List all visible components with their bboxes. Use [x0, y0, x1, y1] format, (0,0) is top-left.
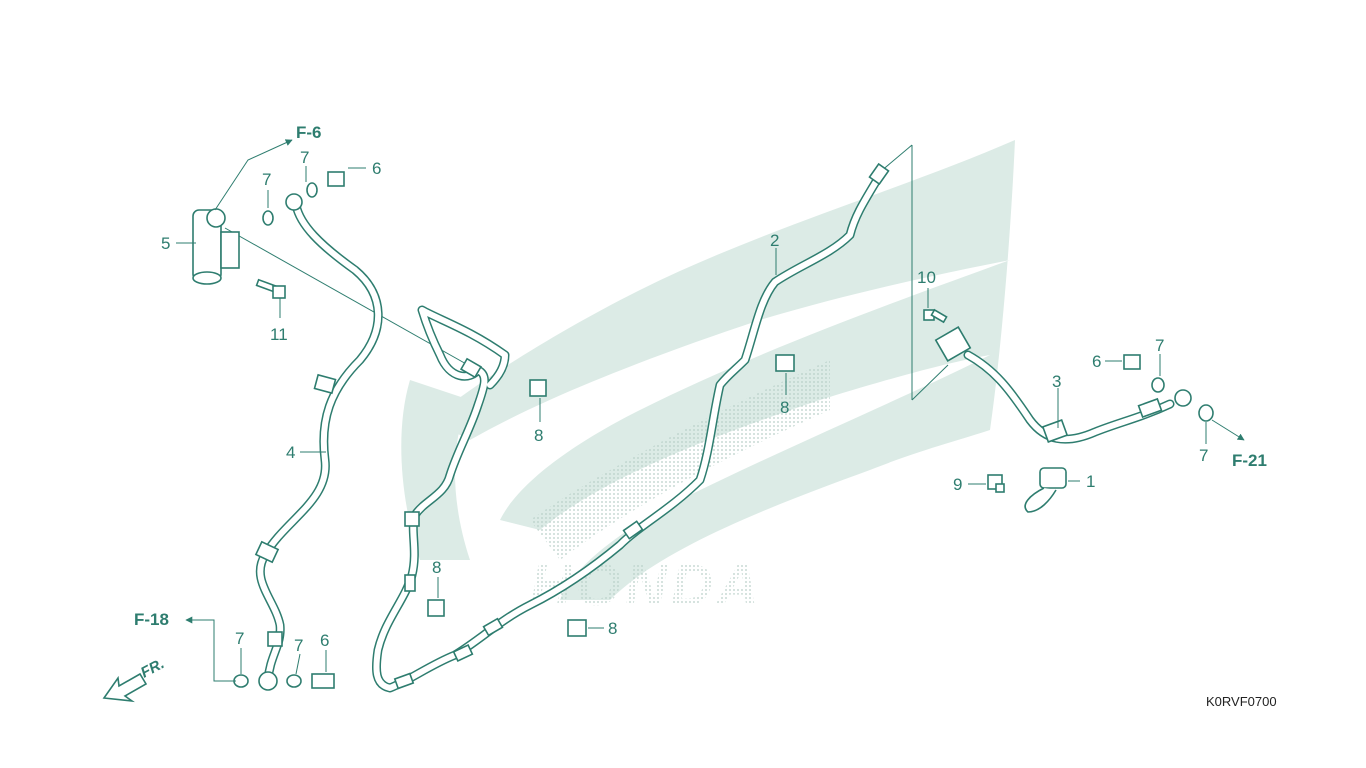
bolt-10: [923, 308, 948, 324]
watermark-wing-shape: [430, 140, 1015, 600]
callout-8-d: 8: [608, 619, 617, 638]
ref-f18-arrow: [185, 616, 236, 682]
group-divider-top: [879, 144, 913, 173]
leader-7f: [295, 653, 301, 675]
joint-5: [192, 208, 240, 285]
front-direction-indicator: FR.: [102, 655, 167, 703]
callout-7-c: 7: [1155, 336, 1164, 355]
callout-4: 4: [286, 443, 295, 462]
ref-f18-label[interactable]: F-18: [134, 610, 169, 629]
callout-8-a: 8: [534, 426, 543, 445]
washers-top-left: [262, 171, 345, 226]
bolt-11: [255, 278, 286, 299]
group-divider-bottom: [911, 364, 949, 401]
callout-6-bottom-left: 6: [320, 631, 329, 650]
callout-7-b: 7: [300, 148, 309, 167]
ref-f6-arrow: [214, 139, 293, 211]
callout-3: 3: [1052, 372, 1061, 391]
ref-f21-label[interactable]: F-21: [1232, 451, 1267, 470]
hose-3: [934, 326, 1192, 444]
front-arrow-icon: [102, 672, 148, 703]
callout-5: 5: [161, 234, 170, 253]
clamp-1: [1024, 467, 1067, 513]
callout-7-e: 7: [235, 629, 244, 648]
leader-joint-to-hose: [224, 227, 469, 366]
watermark-wing-dots: [530, 360, 830, 560]
ref-f6-label[interactable]: F-6: [296, 123, 322, 142]
washers-right: [1123, 354, 1214, 422]
callout-7-d: 7: [1199, 446, 1208, 465]
clamps-8: [427, 354, 795, 637]
hose-2: [372, 162, 890, 693]
callout-10: 10: [917, 268, 936, 287]
callout-9: 9: [953, 475, 962, 494]
hose-4: [254, 200, 383, 685]
bolt-9: [987, 474, 1005, 493]
callout-8-c: 8: [432, 558, 441, 577]
diagram-code: K0RVF0700: [1206, 694, 1277, 709]
callout-7-f: 7: [294, 636, 303, 655]
callout-2: 2: [770, 231, 779, 250]
callout-6-top-left: 6: [372, 159, 381, 178]
callout-6-right: 6: [1092, 352, 1101, 371]
callout-7-a: 7: [262, 170, 271, 189]
callout-11: 11: [270, 325, 288, 344]
watermark-logo: HONDA: [401, 140, 1015, 618]
ref-f21-arrow: [1211, 419, 1245, 441]
washers-bottom-left: [233, 671, 335, 691]
callout-8-b: 8: [780, 398, 789, 417]
callout-1: 1: [1086, 472, 1095, 491]
